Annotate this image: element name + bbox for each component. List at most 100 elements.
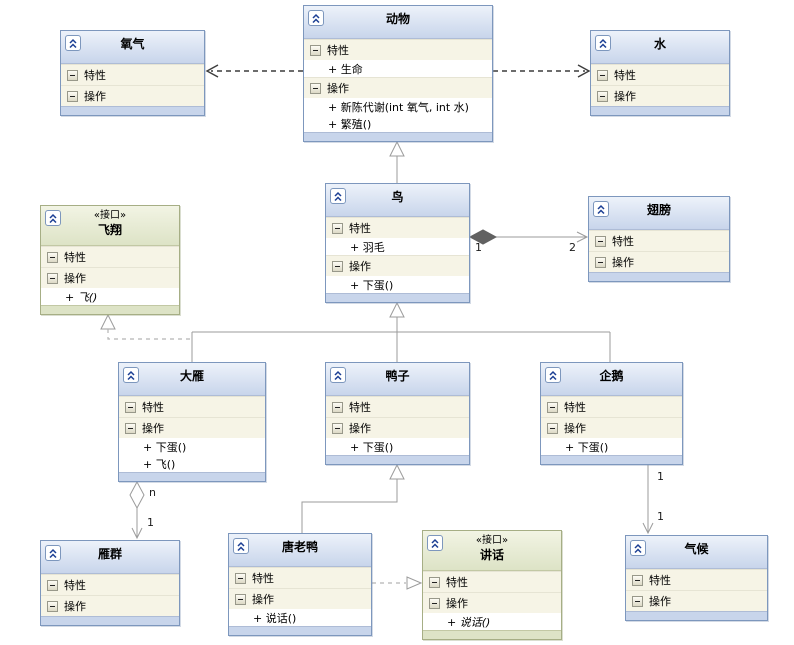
- minus-icon[interactable]: [47, 600, 58, 612]
- section-label: 特性: [252, 572, 274, 585]
- class-oxygen[interactable]: 氧气特性操作: [60, 30, 205, 116]
- minus-icon[interactable]: [332, 422, 343, 434]
- minus-icon[interactable]: [632, 574, 643, 586]
- edge-goose-flock-aggregation[interactable]: [129, 480, 145, 540]
- class-title: 鸭子: [385, 369, 410, 383]
- class-title: 氧气: [120, 37, 145, 51]
- edge-bird-animal-generalization[interactable]: [389, 140, 405, 183]
- class-animal[interactable]: 动物特性+ 生命操作+ 新陈代谢(int 氧气, int 水)+ 繁殖(): [303, 5, 493, 142]
- collapse-icon[interactable]: [630, 540, 646, 556]
- section-row: 特性: [326, 396, 469, 417]
- minus-icon[interactable]: [597, 69, 608, 81]
- collapse-icon[interactable]: [233, 538, 249, 554]
- section-row: 操作: [423, 592, 561, 613]
- interface-speak[interactable]: «接口»讲话特性操作+ 说话(): [422, 530, 562, 640]
- section-label: 特性: [612, 235, 634, 248]
- minus-icon[interactable]: [67, 90, 78, 102]
- class-water[interactable]: 水特性操作: [590, 30, 730, 116]
- class-header: «接口»讲话: [423, 531, 561, 571]
- collapse-icon[interactable]: [545, 367, 561, 383]
- class-donald[interactable]: 唐老鸭特性操作+ 说话(): [228, 533, 372, 636]
- collapse-icon[interactable]: [330, 367, 346, 383]
- class-header: 雁群: [41, 541, 179, 574]
- section-label: 操作: [327, 82, 349, 95]
- section-label: 操作: [612, 256, 634, 269]
- minus-icon[interactable]: [47, 272, 58, 284]
- class-header: «接口»飞翔: [41, 206, 179, 246]
- minus-icon[interactable]: [47, 251, 58, 263]
- edge-animal-oxygen-dependency[interactable]: [205, 64, 303, 78]
- class-title: 唐老鸭: [281, 540, 318, 554]
- chevron-up-icon: [634, 543, 642, 554]
- compartment-strip: [591, 106, 729, 115]
- chevron-up-icon: [237, 541, 245, 552]
- minus-icon[interactable]: [595, 235, 606, 247]
- section-row: 操作: [326, 417, 469, 438]
- section-row: 特性: [304, 39, 492, 60]
- minus-icon[interactable]: [310, 82, 321, 94]
- minus-icon[interactable]: [595, 256, 606, 268]
- interface-fly[interactable]: «接口»飞翔特性操作+ 飞(): [40, 205, 180, 315]
- section-row: 特性: [626, 569, 767, 590]
- minus-icon[interactable]: [47, 579, 58, 591]
- collapse-icon[interactable]: [308, 10, 324, 26]
- collapse-icon[interactable]: [595, 35, 611, 51]
- minus-icon[interactable]: [235, 593, 246, 605]
- class-header: 动物: [304, 6, 492, 39]
- class-header: 企鹅: [541, 363, 682, 396]
- section-row: 特性: [326, 217, 469, 238]
- minus-icon[interactable]: [429, 597, 440, 609]
- collapse-icon[interactable]: [65, 35, 81, 51]
- chevron-up-icon: [49, 548, 57, 559]
- minus-icon[interactable]: [332, 222, 343, 234]
- edge-bird-wings-composition[interactable]: [468, 229, 589, 245]
- section-row: 操作: [541, 417, 682, 438]
- section-row: 特性: [41, 574, 179, 595]
- minus-icon[interactable]: [125, 422, 136, 434]
- minus-icon[interactable]: [332, 260, 343, 272]
- collapse-icon[interactable]: [45, 545, 61, 561]
- member-row: + 下蛋(): [326, 438, 469, 455]
- member-row: + 下蛋(): [541, 438, 682, 455]
- minus-icon[interactable]: [125, 401, 136, 413]
- minus-icon[interactable]: [547, 401, 558, 413]
- minus-icon[interactable]: [235, 572, 246, 584]
- class-penguin[interactable]: 企鹅特性操作+ 下蛋(): [540, 362, 683, 465]
- class-bird[interactable]: 鸟特性+ 羽毛操作+ 下蛋(): [325, 183, 470, 303]
- section-row: 操作: [41, 267, 179, 288]
- section-row: 操作: [326, 255, 469, 276]
- edge-donald-speak-realization[interactable]: [372, 576, 423, 590]
- section-label: 操作: [614, 90, 636, 103]
- section-label: 操作: [142, 422, 164, 435]
- edge-subclasses-bird-generalization[interactable]: [191, 301, 611, 362]
- minus-icon[interactable]: [429, 576, 440, 588]
- collapse-icon[interactable]: [330, 188, 346, 204]
- edge-penguin-climate-association[interactable]: [642, 464, 654, 535]
- class-duck[interactable]: 鸭子特性操作+ 下蛋(): [325, 362, 470, 465]
- minus-icon[interactable]: [547, 422, 558, 434]
- minus-icon[interactable]: [597, 90, 608, 102]
- collapse-icon[interactable]: [45, 210, 61, 226]
- class-goose[interactable]: 大雁特性操作+ 下蛋()+ 飞(): [118, 362, 266, 482]
- edge-animal-water-dependency[interactable]: [493, 64, 591, 78]
- edge-donald-duck-generalization[interactable]: [301, 463, 405, 533]
- minus-icon[interactable]: [67, 69, 78, 81]
- multiplicity-bird-wings-target: 2: [569, 241, 576, 254]
- section-label: 特性: [614, 69, 636, 82]
- collapse-icon[interactable]: [593, 201, 609, 217]
- class-title: 大雁: [179, 369, 204, 383]
- minus-icon[interactable]: [332, 401, 343, 413]
- collapse-icon[interactable]: [427, 535, 443, 551]
- class-title: 讲话: [479, 548, 504, 562]
- class-climate[interactable]: 气候特性操作: [625, 535, 768, 621]
- class-flock[interactable]: 雁群特性操作: [40, 540, 180, 626]
- collapse-icon[interactable]: [123, 367, 139, 383]
- class-wings[interactable]: 翅膀特性操作: [588, 196, 730, 282]
- minus-icon[interactable]: [632, 595, 643, 607]
- chevron-up-icon: [127, 370, 135, 381]
- section-label: 特性: [349, 222, 371, 235]
- minus-icon[interactable]: [310, 44, 321, 56]
- chevron-up-icon: [549, 370, 557, 381]
- edge-goose-fly-realization[interactable]: [100, 313, 192, 340]
